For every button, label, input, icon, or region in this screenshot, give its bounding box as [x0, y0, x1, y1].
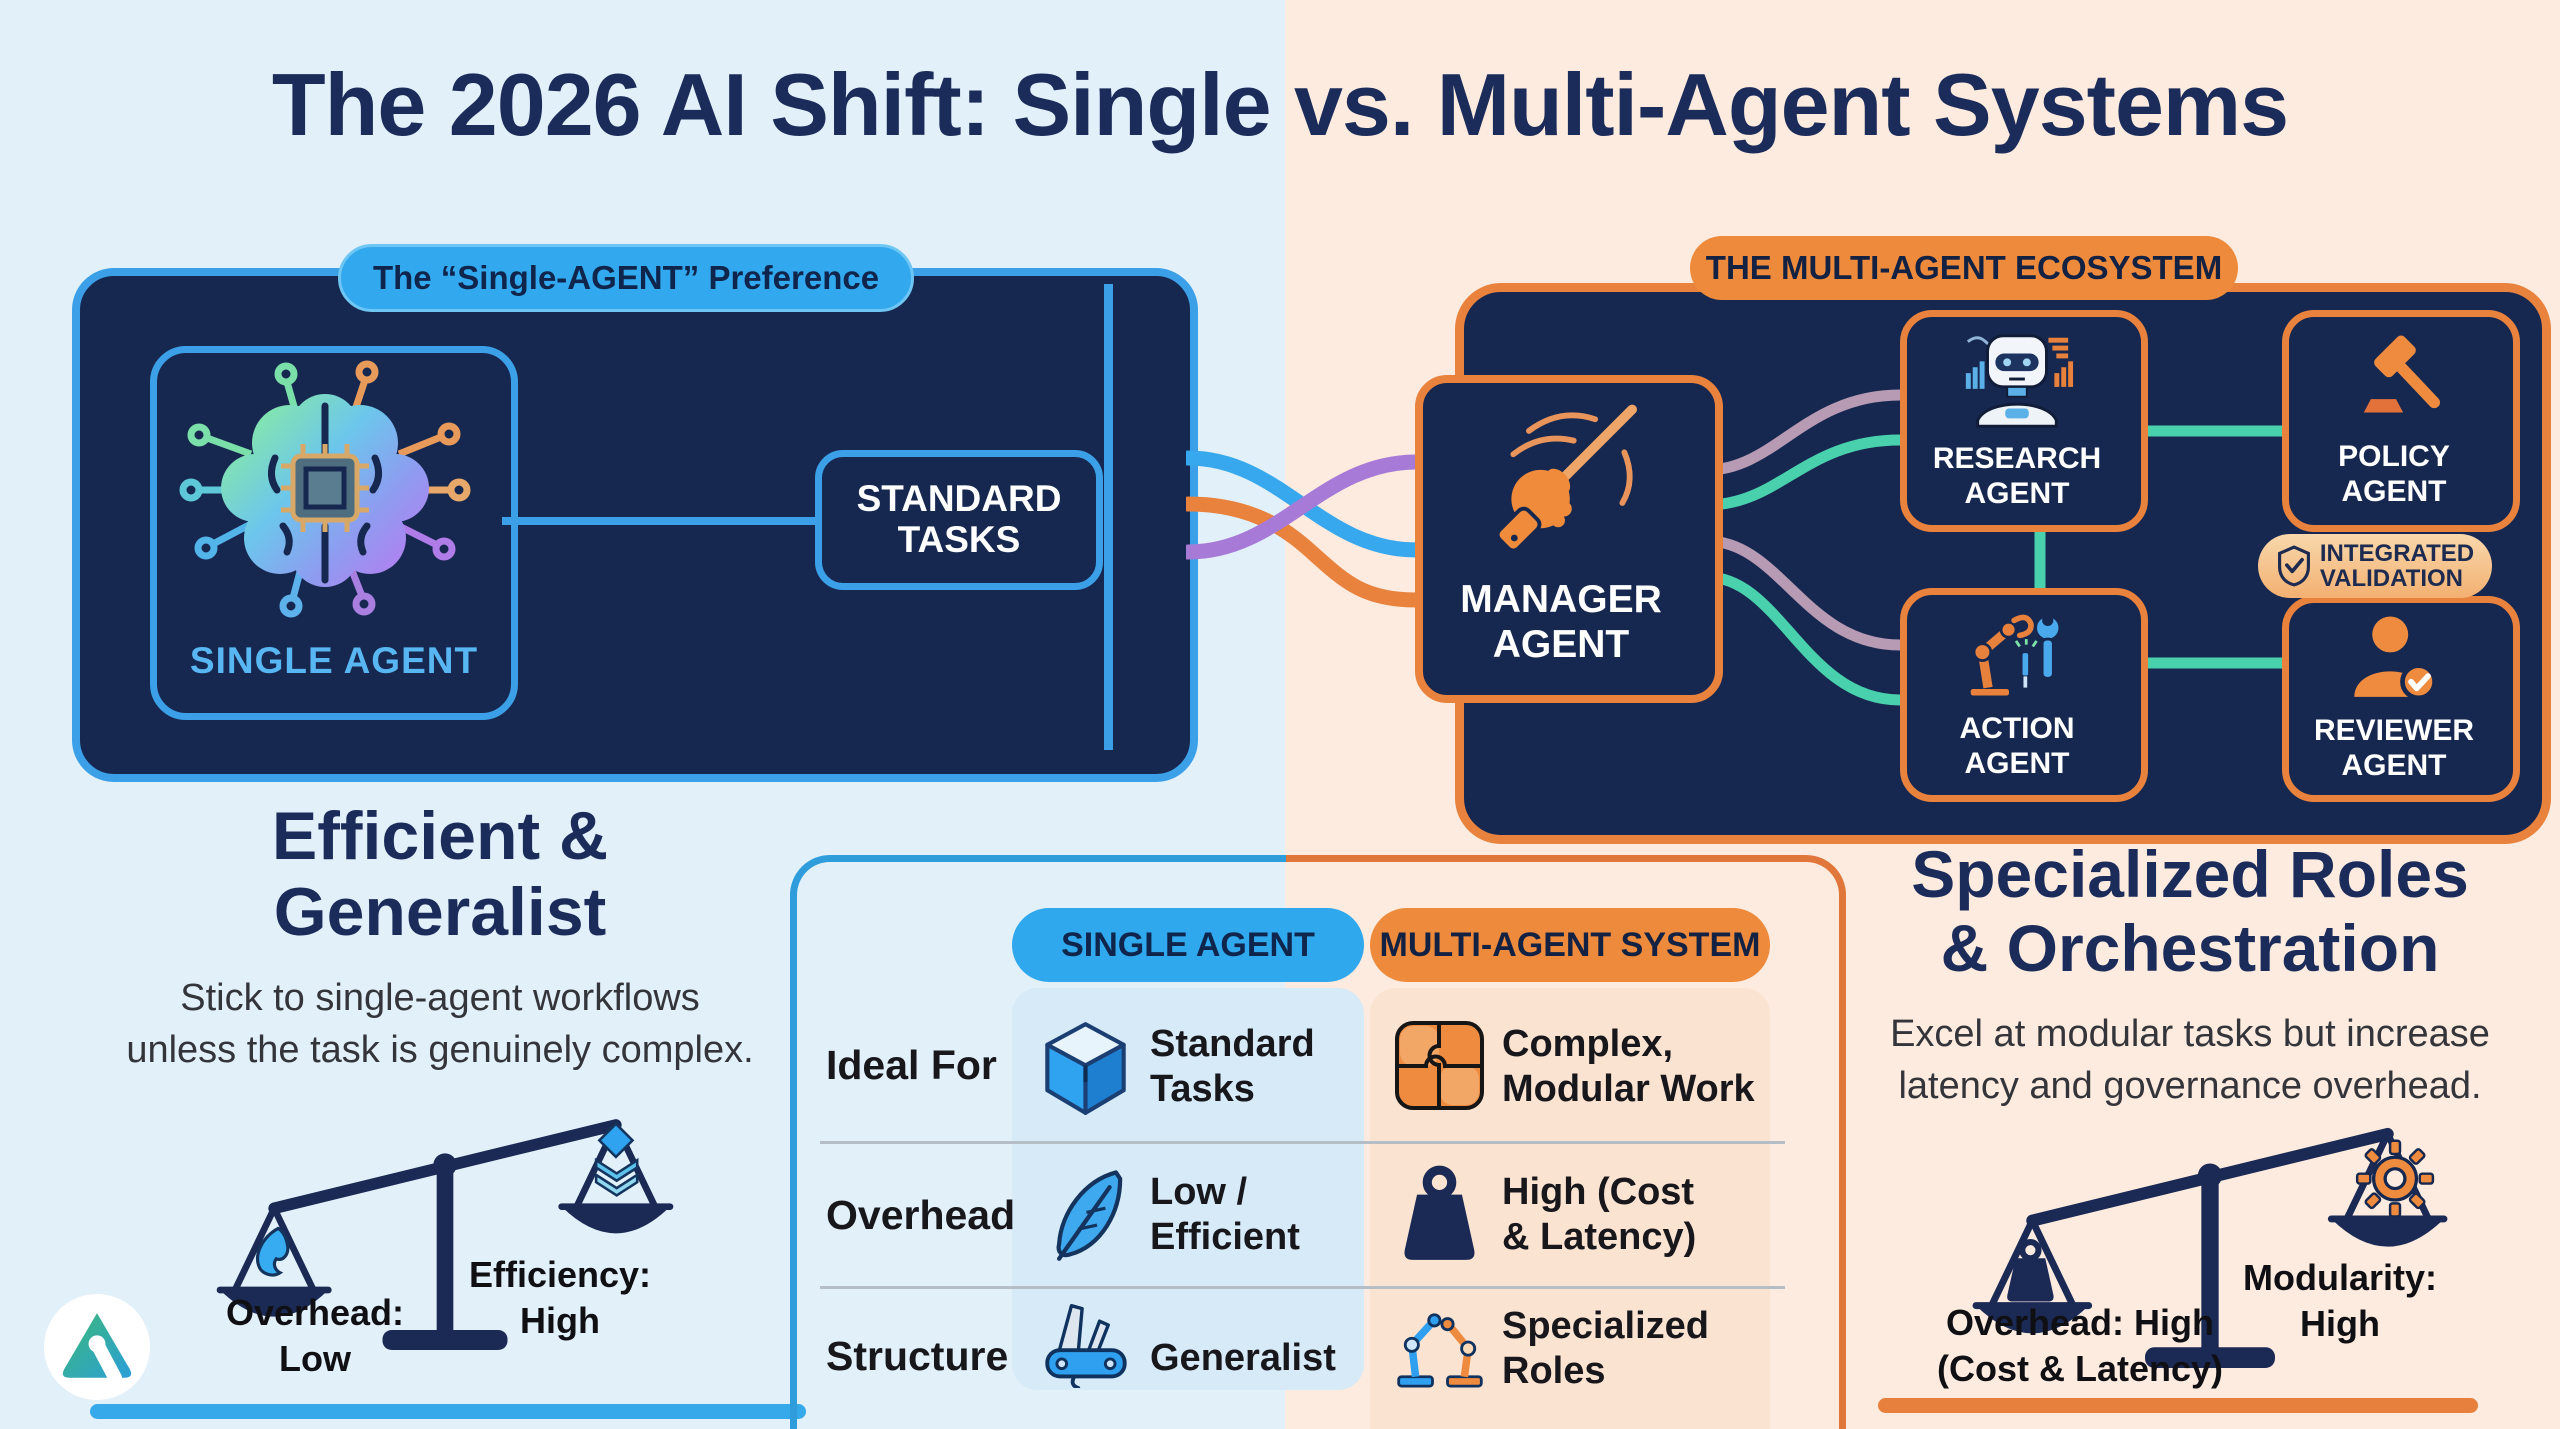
robot-head-icon — [1965, 334, 2074, 428]
comparison-card-border-left — [790, 855, 1293, 1429]
row-label-overhead: Overhead — [826, 1192, 1016, 1238]
multi-column-header: MULTI-AGENT SYSTEM — [1370, 908, 1770, 982]
row-label-ideal-for: Ideal For — [826, 1042, 997, 1088]
cell-overhead-multi: High (Cost & Latency) — [1502, 1171, 1697, 1258]
multitool-icon — [1045, 1303, 1127, 1388]
multi-summary-heading: Specialized Roles & Orchestration — [1911, 837, 2469, 985]
reviewer-agent-label: REVIEWER AGENT — [2313, 714, 2475, 782]
blue-underline-bar — [90, 1404, 806, 1419]
gear-icon — [2355, 1139, 2435, 1218]
cell-ideal-multi: Complex, Modular Work — [1502, 1023, 1755, 1110]
robot-arms-icon — [1397, 1313, 1483, 1388]
balance-scale-multi-icon — [1972, 1127, 2448, 1368]
orange-underline-bar — [1878, 1398, 2478, 1413]
overhead-high-label: Overhead: High (Cost & Latency) — [1936, 1302, 2224, 1390]
cell-structure-single: Generalist — [1150, 1337, 1336, 1379]
single-panel-header: The “Single-AGENT” Preference — [338, 244, 914, 312]
brand-logo-icon — [44, 1294, 150, 1400]
single-agent-box — [150, 346, 518, 720]
overhead-low-label: Overhead: Low — [225, 1292, 405, 1380]
puzzle-icon — [1395, 1021, 1484, 1110]
panel-track-line — [1104, 284, 1113, 750]
single-summary-heading: Efficient & Generalist — [271, 798, 609, 951]
balance-scale-single-icon — [216, 1119, 674, 1350]
single-agent-label: SINGLE AGENT — [189, 640, 479, 681]
multi-summary-body: Excel at modular tasks but increase late… — [1890, 1013, 2490, 1108]
row-separator — [820, 1141, 1785, 1144]
action-agent-label: ACTION AGENT — [1959, 712, 2075, 780]
twisted-ribbon-connector-icon — [1186, 450, 1418, 608]
person-check-icon — [2354, 616, 2438, 701]
brain-to-task-connector — [502, 517, 818, 525]
weight-icon — [1404, 1165, 1475, 1260]
shield-check-icon — [2277, 545, 2310, 587]
row-separator — [820, 1286, 1785, 1289]
weight-icon — [2007, 1239, 2054, 1302]
cell-structure-multi: Specialized Roles — [1502, 1305, 1709, 1392]
flame-blob-icon — [256, 1226, 290, 1277]
policy-agent-label: POLICY AGENT — [2338, 440, 2450, 508]
robot-arm-tools-icon — [1967, 614, 2062, 699]
single-summary-body: Stick to single-agent workflows unless t… — [126, 977, 754, 1072]
layers-icon — [594, 1121, 639, 1197]
manager-agent-label: MANAGER AGENT — [1460, 578, 1662, 666]
row-label-structure: Structure — [826, 1333, 1009, 1379]
validation-label: INTEGRATED VALIDATION — [2319, 539, 2475, 592]
multi-panel-header: THE MULTI-AGENT ECOSYSTEM — [1690, 236, 2238, 300]
integrated-validation-badge: INTEGRATED VALIDATION — [2258, 534, 2492, 598]
modularity-high-label: Modularity: High — [2243, 1257, 2437, 1345]
efficiency-high-label: Efficiency: High — [468, 1254, 652, 1342]
brain-circuit-icon — [179, 360, 471, 618]
page-title: The 2026 AI Shift: Single vs. Multi-Agen… — [271, 55, 2289, 154]
feather-icon — [1056, 1170, 1123, 1261]
conductor-baton-icon — [1495, 404, 1637, 553]
cell-overhead-single: Low / Efficient — [1150, 1171, 1300, 1258]
gavel-icon — [2359, 332, 2440, 416]
single-column-header: SINGLE AGENT — [1012, 908, 1364, 982]
cell-ideal-single: Standard Tasks — [1150, 1023, 1315, 1110]
standard-tasks-box: STANDARD TASKS — [815, 450, 1103, 590]
comparison-card-border-right — [1286, 855, 1846, 1429]
research-agent-label: RESEARCH AGENT — [1932, 442, 2102, 510]
box-icon — [1045, 1022, 1126, 1115]
